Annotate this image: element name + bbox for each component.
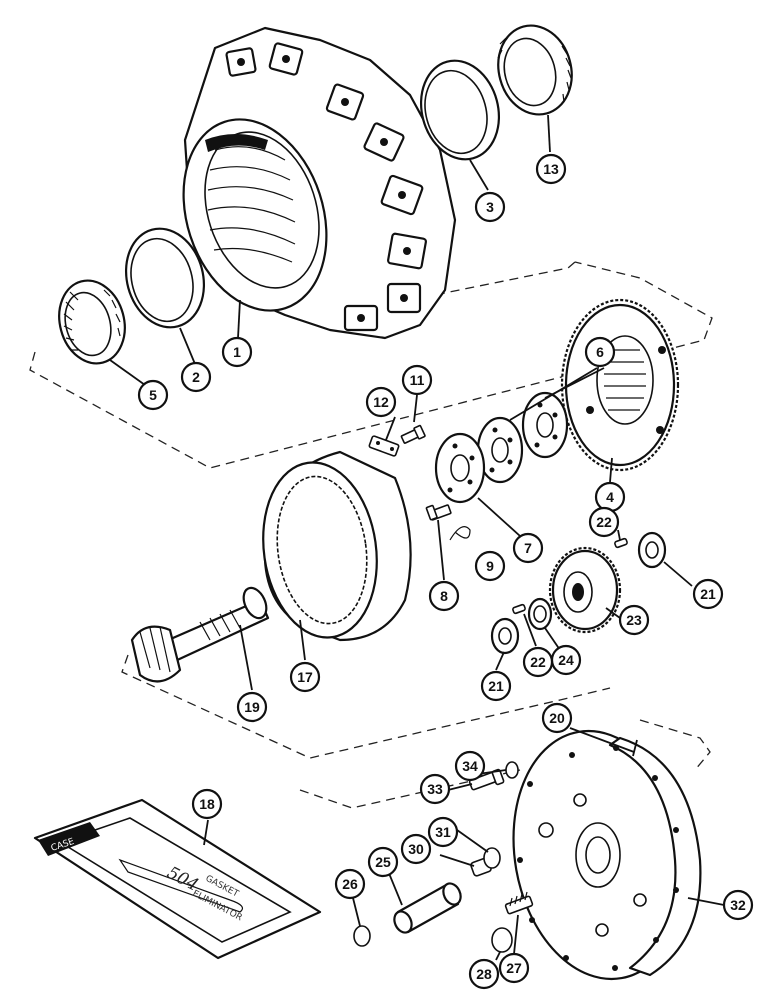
spacer-24 xyxy=(527,597,553,631)
callout-12: 12 xyxy=(365,386,397,418)
callout-9: 9 xyxy=(474,550,506,582)
callout-6: 6 xyxy=(584,336,616,368)
o-ring-26 xyxy=(353,925,371,947)
callout-1: 1 xyxy=(221,336,253,368)
leader-lines xyxy=(109,114,725,961)
callout-27-label: 27 xyxy=(506,960,522,976)
callout-4: 4 xyxy=(594,481,626,513)
callout-24: 24 xyxy=(550,644,582,676)
callout-13-label: 13 xyxy=(543,161,559,177)
callout-23: 23 xyxy=(618,604,650,636)
callout-23-label: 23 xyxy=(626,612,642,628)
thrust-washer-21-lower xyxy=(490,617,520,655)
callout-9-label: 9 xyxy=(486,558,494,574)
callout-28-label: 28 xyxy=(476,966,492,982)
pin-22-lower xyxy=(512,603,526,615)
callout-2-label: 2 xyxy=(192,369,200,385)
callout-20-label: 20 xyxy=(549,710,565,726)
callout-6-label: 6 xyxy=(596,344,604,360)
planet-pin-25 xyxy=(393,882,462,934)
bolt-33 xyxy=(468,768,505,791)
thrust-plates xyxy=(476,391,569,484)
planet-carrier-disc xyxy=(434,432,486,504)
lock-wire xyxy=(449,526,471,541)
callout-22-upper-label: 22 xyxy=(596,514,612,530)
callout-32: 32 xyxy=(722,889,754,921)
screw-11 xyxy=(400,424,426,444)
callout-26-label: 26 xyxy=(342,876,358,892)
callout-3-label: 3 xyxy=(486,199,494,215)
callout-11: 11 xyxy=(401,364,433,396)
bearing-cup-left xyxy=(124,227,206,329)
callout-12-label: 12 xyxy=(373,394,389,410)
gasket-eliminator-kit: CASE 504 GASKET ELIMINATOR xyxy=(33,798,322,960)
pin-22-upper xyxy=(614,537,628,549)
callout-5: 5 xyxy=(137,379,169,411)
hub-cover xyxy=(512,729,702,981)
callout-7: 7 xyxy=(512,532,544,564)
callout-34-label: 34 xyxy=(462,758,478,774)
washer-34 xyxy=(505,761,519,779)
callout-18-label: 18 xyxy=(199,796,215,812)
callout-22-upper: 22 xyxy=(588,506,620,538)
callout-31-label: 31 xyxy=(435,824,451,840)
callout-17: 17 xyxy=(289,661,321,693)
callout-28: 28 xyxy=(468,958,500,990)
callout-30: 30 xyxy=(400,833,432,865)
callout-22-lower-label: 22 xyxy=(530,654,546,670)
callout-2: 2 xyxy=(180,361,212,393)
callout-27: 27 xyxy=(498,952,530,984)
lock-plate-12 xyxy=(368,435,400,457)
stud-27 xyxy=(504,891,534,915)
hub-housing xyxy=(182,26,457,340)
callout-13: 13 xyxy=(535,153,567,185)
callout-25-label: 25 xyxy=(375,854,391,870)
callout-7-label: 7 xyxy=(524,540,532,556)
ring-gear xyxy=(262,450,412,642)
group-boundary-hub-top xyxy=(409,261,576,301)
bolt-8 xyxy=(425,504,452,521)
callout-33: 33 xyxy=(419,773,451,805)
pin-20 xyxy=(632,739,638,757)
thrust-washer-21-upper xyxy=(637,531,667,569)
drive-shaft xyxy=(130,586,270,683)
callout-8: 8 xyxy=(428,580,460,612)
seal-31 xyxy=(483,847,501,869)
large-gear xyxy=(560,298,680,472)
callout-4-label: 4 xyxy=(606,489,614,505)
callout-1-label: 1 xyxy=(233,344,241,360)
planet-gear xyxy=(548,546,622,634)
callout-32-label: 32 xyxy=(730,897,746,913)
callout-19-label: 19 xyxy=(244,699,260,715)
callout-24-label: 24 xyxy=(558,652,574,668)
callout-5-label: 5 xyxy=(149,387,157,403)
bearing-cone-left xyxy=(58,279,126,365)
callout-11-label: 11 xyxy=(410,372,425,388)
callout-21-lower: 21 xyxy=(480,670,512,702)
callout-30-label: 30 xyxy=(408,841,424,857)
callout-19: 19 xyxy=(236,691,268,723)
callout-18: 18 xyxy=(191,788,223,820)
callout-8-label: 8 xyxy=(440,588,448,604)
callout-26: 26 xyxy=(334,868,366,900)
callout-21-upper: 21 xyxy=(692,578,724,610)
group-boundary-hub xyxy=(29,261,713,469)
callout-25: 25 xyxy=(367,846,399,878)
bearing-cup-right xyxy=(419,59,501,161)
callout-21-upper-label: 21 xyxy=(700,586,716,602)
callout-22-lower: 22 xyxy=(522,646,554,678)
callout-3: 3 xyxy=(474,191,506,223)
callout-31: 31 xyxy=(427,816,459,848)
callout-34: 34 xyxy=(454,750,486,782)
callout-33-label: 33 xyxy=(427,781,443,797)
bearing-cone-right xyxy=(497,24,573,116)
group-boundary-cover xyxy=(299,719,711,809)
callout-21-lower-label: 21 xyxy=(488,678,504,694)
callout-20: 20 xyxy=(541,702,573,734)
nut-28 xyxy=(491,927,513,953)
callout-17-label: 17 xyxy=(297,669,313,685)
group-boundary-planetary xyxy=(121,654,611,759)
